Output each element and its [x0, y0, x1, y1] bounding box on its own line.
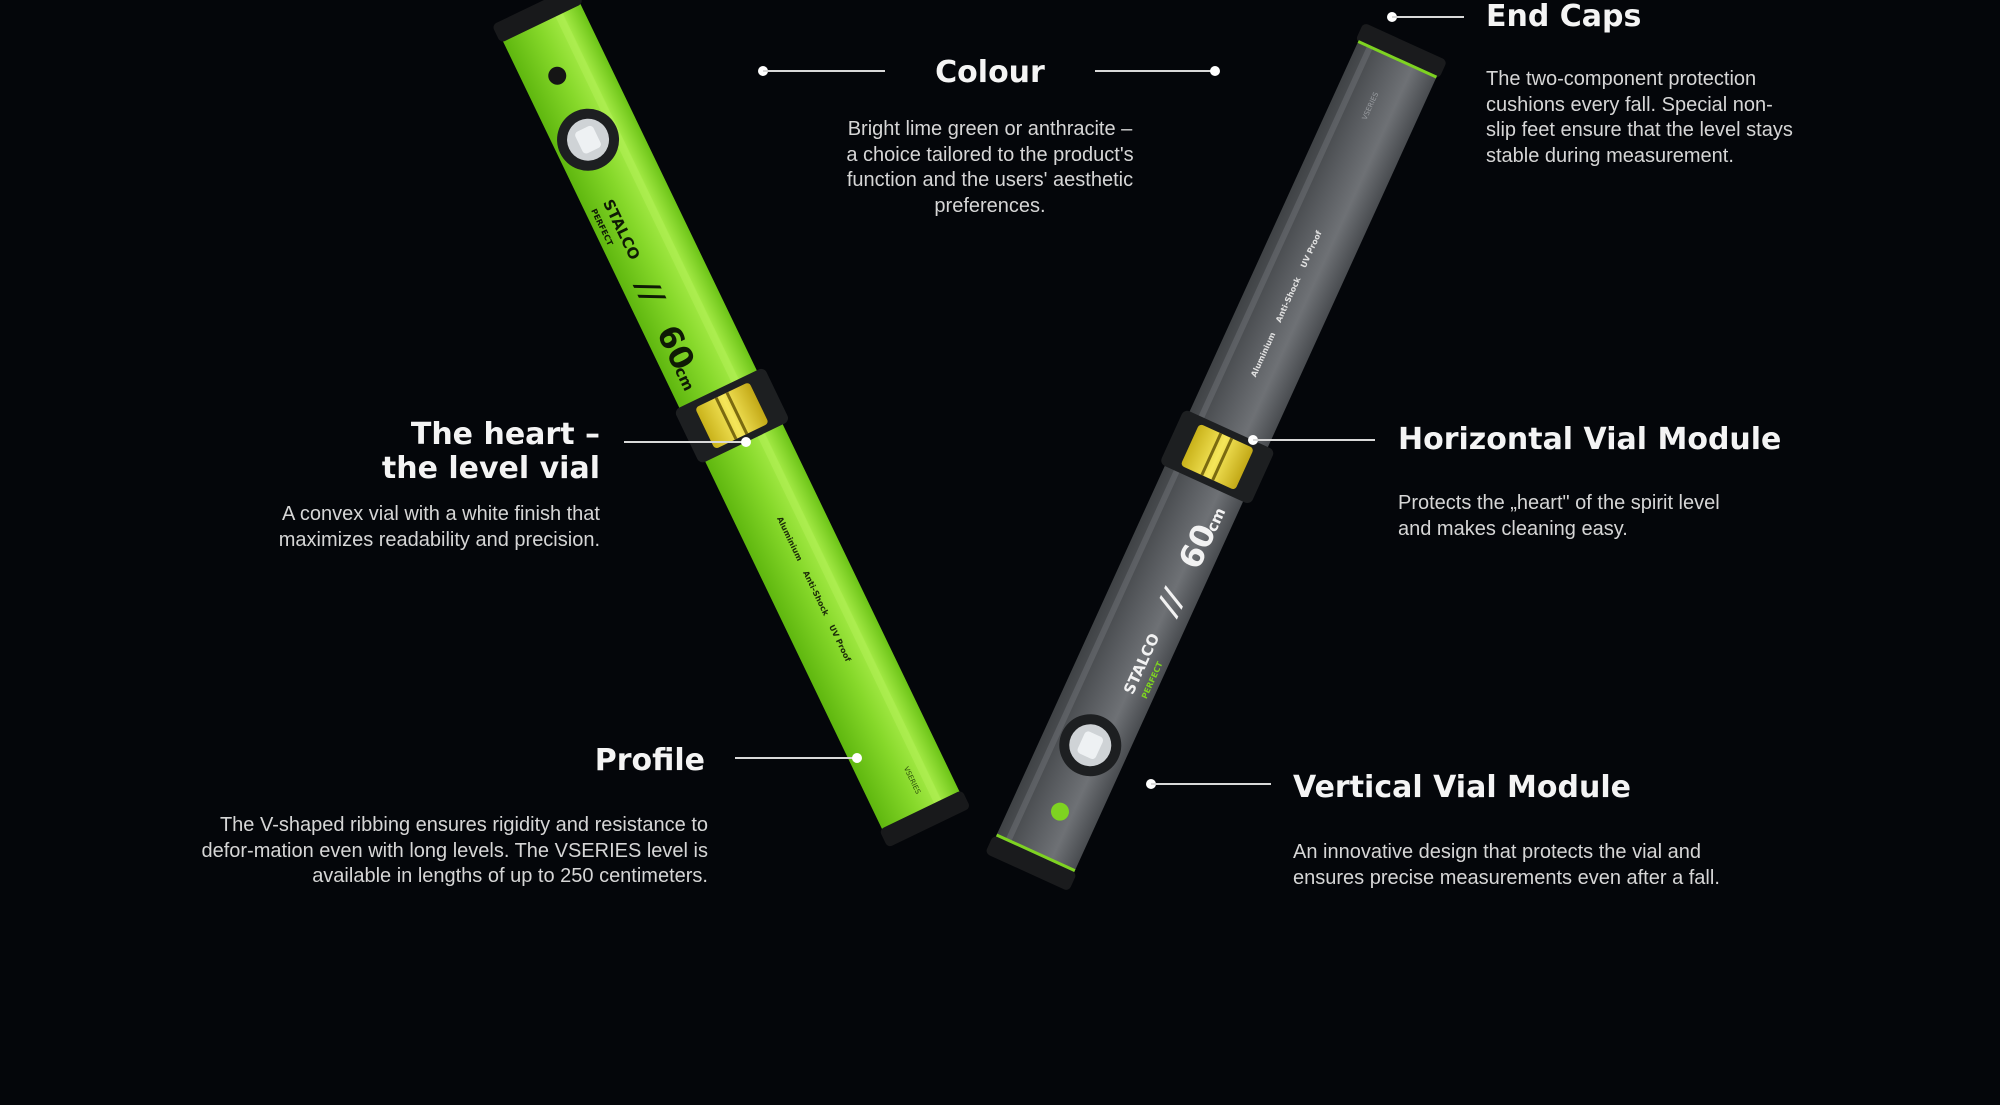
horizontal-vial-leader [1253, 439, 1375, 441]
colour-leader-dot-right [1210, 66, 1220, 76]
vertical-vial-anthracite [1059, 714, 1122, 777]
anthracite-level-bottom-cap [986, 836, 1076, 890]
lime-level-bottom-cap [880, 791, 969, 847]
anthracite-bottom-accent [995, 833, 1076, 872]
anthracite-level-top-cap [1356, 24, 1446, 78]
horizontal-vial-anthracite [1161, 410, 1274, 503]
profile-title: Profile [594, 743, 705, 778]
colour-leader-right [1095, 70, 1215, 72]
heart-leader-dot [741, 437, 751, 447]
lime-level: STALCO PERFECT // 60 cm Aluminium Anti-S… [493, 0, 969, 847]
horizontal-vial-title: Horizontal Vial Module [1398, 422, 1782, 457]
vertical-vial-description: An innovative design that protects the v… [1293, 841, 1720, 889]
end-caps-description: The two-component protection cushions ev… [1486, 68, 1793, 167]
profile-description: The V-shaped ribbing ensures rigidity an… [201, 814, 708, 887]
colour-leader-left [763, 70, 885, 72]
heart-title-line2: the level vial [381, 451, 600, 486]
horizontal-vial-lime [675, 368, 788, 463]
horizontal-vial-description: Protects the „heart" of the spirit level… [1398, 492, 1720, 540]
profile-leader [735, 757, 857, 759]
anthracite-round-vial [1050, 802, 1069, 821]
vertical-vial-title: Vertical Vial Module [1293, 770, 1631, 805]
lime-level-top-cap [493, 0, 582, 42]
end-caps-title: End Caps [1486, 0, 1642, 34]
profile-leader-dot [852, 753, 862, 763]
anthracite-top-accent [1357, 40, 1438, 79]
heart-title-line1: The heart – [410, 417, 600, 452]
anthracite-level: STALCO PERFECT // 60 cm Aluminium Anti-S… [986, 24, 1446, 890]
colour-description: Bright lime green or anthracite – a choi… [846, 118, 1134, 217]
vertical-vial-lime [557, 108, 620, 171]
vertical-vial-leader [1151, 783, 1271, 785]
hanging-hole [548, 66, 567, 85]
colour-title: Colour [935, 55, 1045, 90]
heart-leader [624, 441, 746, 443]
heart-description: A convex vial with a white finish that m… [278, 503, 600, 551]
end-caps-leader [1392, 16, 1464, 18]
